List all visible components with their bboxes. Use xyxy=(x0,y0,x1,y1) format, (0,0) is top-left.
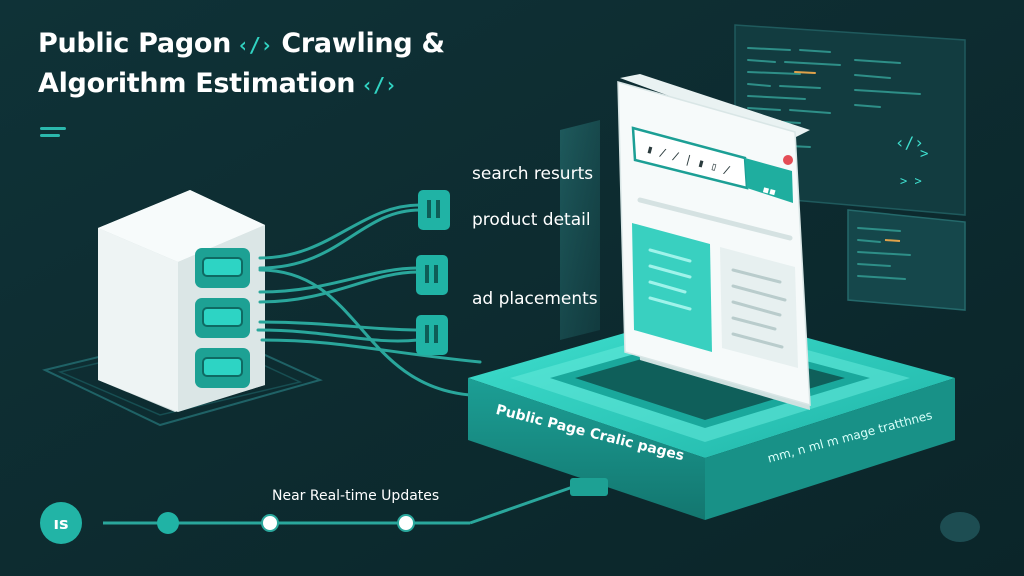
svg-text:▪▪: ▪▪ xyxy=(761,184,777,198)
title-underline-2 xyxy=(40,134,60,137)
title-line-2-text: Algorithm Estimation xyxy=(38,68,356,99)
browser-close-dot xyxy=(783,155,793,165)
label-ad-placements: ad placements xyxy=(472,289,598,309)
timeline xyxy=(103,478,608,534)
node-search xyxy=(418,190,450,230)
svg-text:‹/›: ‹/› xyxy=(895,133,924,152)
code-glyph-icon-2: ‹/› xyxy=(361,73,397,97)
title-line-2: Algorithm Estimation‹/› xyxy=(38,68,397,99)
server-drive-1 xyxy=(195,248,250,288)
corner-decoration xyxy=(940,512,980,542)
browser-window: ▪▪ xyxy=(617,74,811,410)
timeline-label: Near Real-time Updates xyxy=(272,488,440,504)
server-rack xyxy=(42,190,323,427)
timeline-node-1 xyxy=(157,512,179,534)
label-search-results: search resurts xyxy=(472,164,594,184)
title-line-1: Public Pagon‹/› Crawling & xyxy=(38,28,445,59)
svg-text:>: > xyxy=(920,146,928,162)
title-line-1-text: Public Pagon xyxy=(38,28,232,59)
server-drive-3 xyxy=(195,348,250,388)
timeline-node-2 xyxy=(261,514,279,532)
code-panel-mid xyxy=(847,209,966,311)
label-product-detail: product detail xyxy=(472,210,591,230)
title-underline-1 xyxy=(40,127,66,130)
code-glyph-icon: ‹/› xyxy=(237,33,273,57)
glass-panel xyxy=(560,120,600,340)
node-ads xyxy=(416,315,448,355)
connector-lines xyxy=(256,203,482,397)
browser-content-text xyxy=(720,247,798,368)
timeline-connector-block xyxy=(570,478,608,496)
title-line-1-tail: Crawling & xyxy=(281,28,445,59)
platform xyxy=(468,310,955,520)
server-drive-2 xyxy=(195,298,250,338)
logo-badge: ıs xyxy=(40,502,82,544)
node-product xyxy=(416,255,448,295)
svg-text:> >: > > xyxy=(900,174,922,188)
timeline-node-3 xyxy=(397,514,415,532)
browser-search-button xyxy=(745,158,793,203)
